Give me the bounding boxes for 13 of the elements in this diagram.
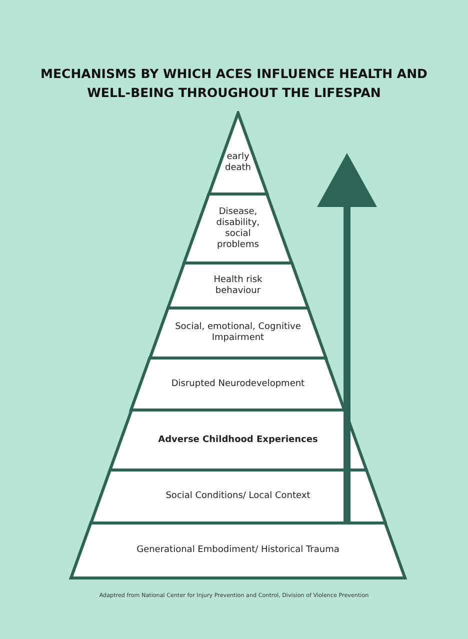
level-label: Health risk behaviour — [212, 274, 264, 296]
pyramid-level — [148, 306, 328, 360]
level-label: Generational Embodiment/ Historical Trauma — [136, 545, 340, 556]
pyramid-level — [69, 521, 407, 580]
level-label: early death — [224, 152, 252, 174]
pyramid-level — [88, 468, 388, 525]
level-label: Social Conditions/ Local Context — [164, 491, 312, 502]
level-label: Disease, disability, social problems — [215, 206, 261, 250]
diagram-title: MECHANISMS BY WHICH ACES INFLUENCE HEALTH AND WELL-BEING THROUGHOUT THE LIFESPAN — [40, 65, 428, 102]
pyramid-level — [182, 192, 294, 265]
level-label: Social, emotional, Cognitive Impairment — [174, 322, 302, 344]
level-label: Disrupted Neurodevelopment — [170, 378, 306, 390]
level-label: Adverse Childhood Experiences — [157, 434, 319, 446]
